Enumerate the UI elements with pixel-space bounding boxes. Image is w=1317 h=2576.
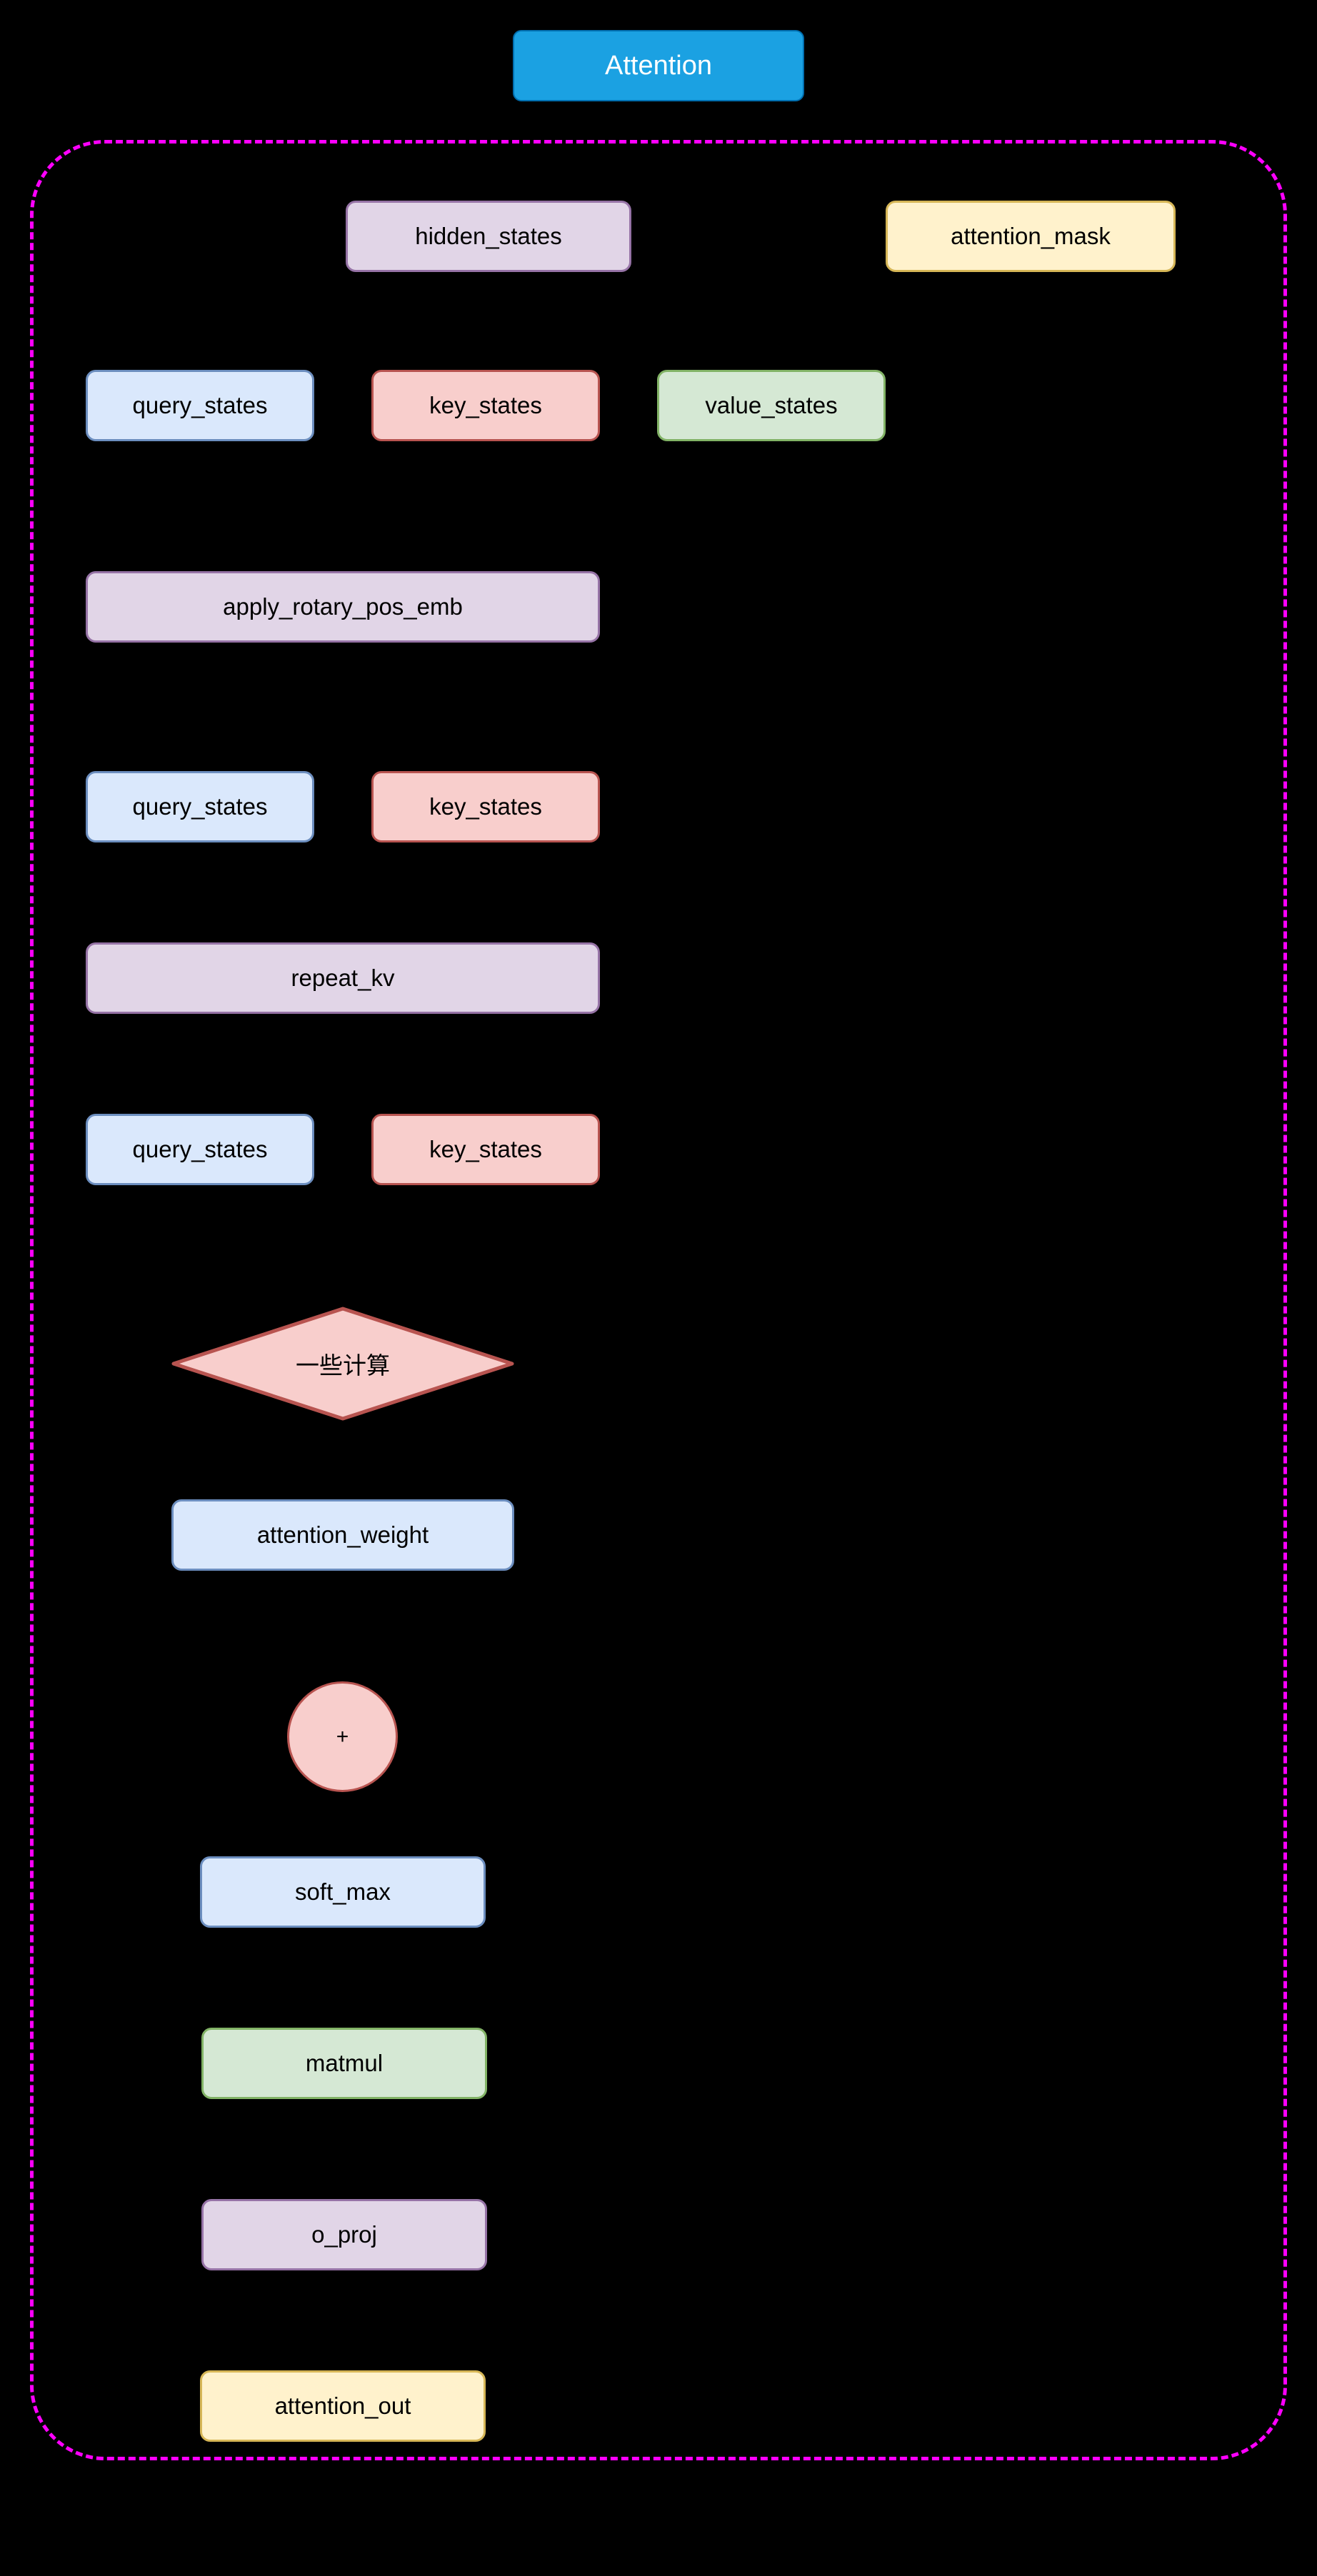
- node-query-states-3[interactable]: query_states: [86, 1114, 314, 1185]
- node-key-states-2[interactable]: key_states: [371, 771, 600, 842]
- attention-subgraph-container: [30, 140, 1287, 2460]
- diamond-shape: [171, 1307, 514, 1421]
- node-soft-max[interactable]: soft_max: [200, 1856, 486, 1928]
- node-apply-rotary-pos-emb[interactable]: apply_rotary_pos_emb: [86, 571, 600, 643]
- node-attention-weight[interactable]: attention_weight: [171, 1499, 514, 1571]
- node-key-states-1[interactable]: key_states: [371, 370, 600, 441]
- node-value-states[interactable]: value_states: [657, 370, 886, 441]
- node-key-states-3[interactable]: key_states: [371, 1114, 600, 1185]
- node-attention-mask[interactable]: attention_mask: [886, 201, 1176, 272]
- node-o-proj[interactable]: o_proj: [201, 2199, 487, 2270]
- node-hidden-states[interactable]: hidden_states: [346, 201, 631, 272]
- node-plus-operator[interactable]: +: [287, 1681, 398, 1792]
- diagram-title-chip[interactable]: Attention: [513, 30, 804, 101]
- node-some-compute[interactable]: 一些计算: [171, 1307, 514, 1421]
- node-attention-out[interactable]: attention_out: [200, 2370, 486, 2442]
- node-query-states-2[interactable]: query_states: [86, 771, 314, 842]
- node-query-states-1[interactable]: query_states: [86, 370, 314, 441]
- node-matmul[interactable]: matmul: [201, 2028, 487, 2099]
- node-repeat-kv[interactable]: repeat_kv: [86, 942, 600, 1014]
